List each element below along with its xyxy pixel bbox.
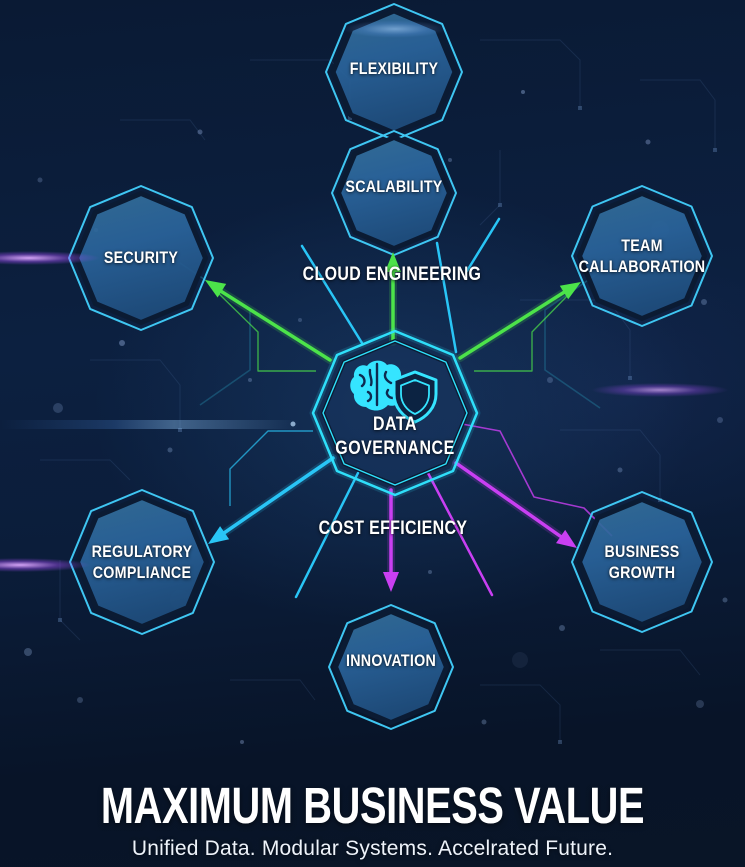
radiating-lines: [294, 217, 501, 599]
data-governance-label: DATA GOVERNANCE: [335, 414, 455, 459]
arrow-to-scalability: [385, 252, 401, 344]
shield-icon: [392, 370, 438, 424]
security-label: SECURITY: [103, 248, 179, 268]
business-growth-label: BUSINESS GROWTH: [604, 541, 680, 582]
brain-icon: [350, 360, 406, 411]
background-circuit-pattern: [40, 39, 716, 742]
page-subtitle: Unified Data. Modular Systems. Accelrate…: [131, 837, 614, 860]
cost-efficiency-label: COST EFFICIENCY: [318, 518, 468, 540]
innovation-node: [328, 604, 454, 730]
business-growth-node: [571, 491, 713, 633]
scalability-label: SCALABILITY: [345, 177, 443, 197]
arrows: [205, 252, 581, 592]
green-trace-left: [213, 288, 316, 372]
cyan-trace-left: [229, 430, 313, 506]
page-title: MAXIMUM BUSINESS VALUE: [100, 776, 645, 834]
arrow-to-regulatory-compliance: [208, 456, 335, 544]
arrow-to-security: [205, 280, 332, 362]
arrow-to-team-collaboration: [458, 282, 581, 360]
team-collaboration-label: TEAM CALLABORATION: [578, 235, 706, 276]
scalability-node: [331, 130, 457, 256]
arrow-to-innovation: [383, 488, 399, 592]
cloud-engineering-label: CLOUD ENGINEERING: [302, 264, 482, 286]
arrow-to-business-growth: [454, 461, 577, 548]
team-collaboration-node: [571, 185, 713, 327]
regulatory-compliance-label: REGULATORY COMPLIANCE: [91, 541, 193, 582]
magenta-trace-right: [461, 423, 613, 537]
flexibility-label: FLEXIBILITY: [349, 59, 439, 79]
green-trace-right: [474, 290, 573, 372]
innovation-label: INNOVATION: [345, 651, 437, 671]
